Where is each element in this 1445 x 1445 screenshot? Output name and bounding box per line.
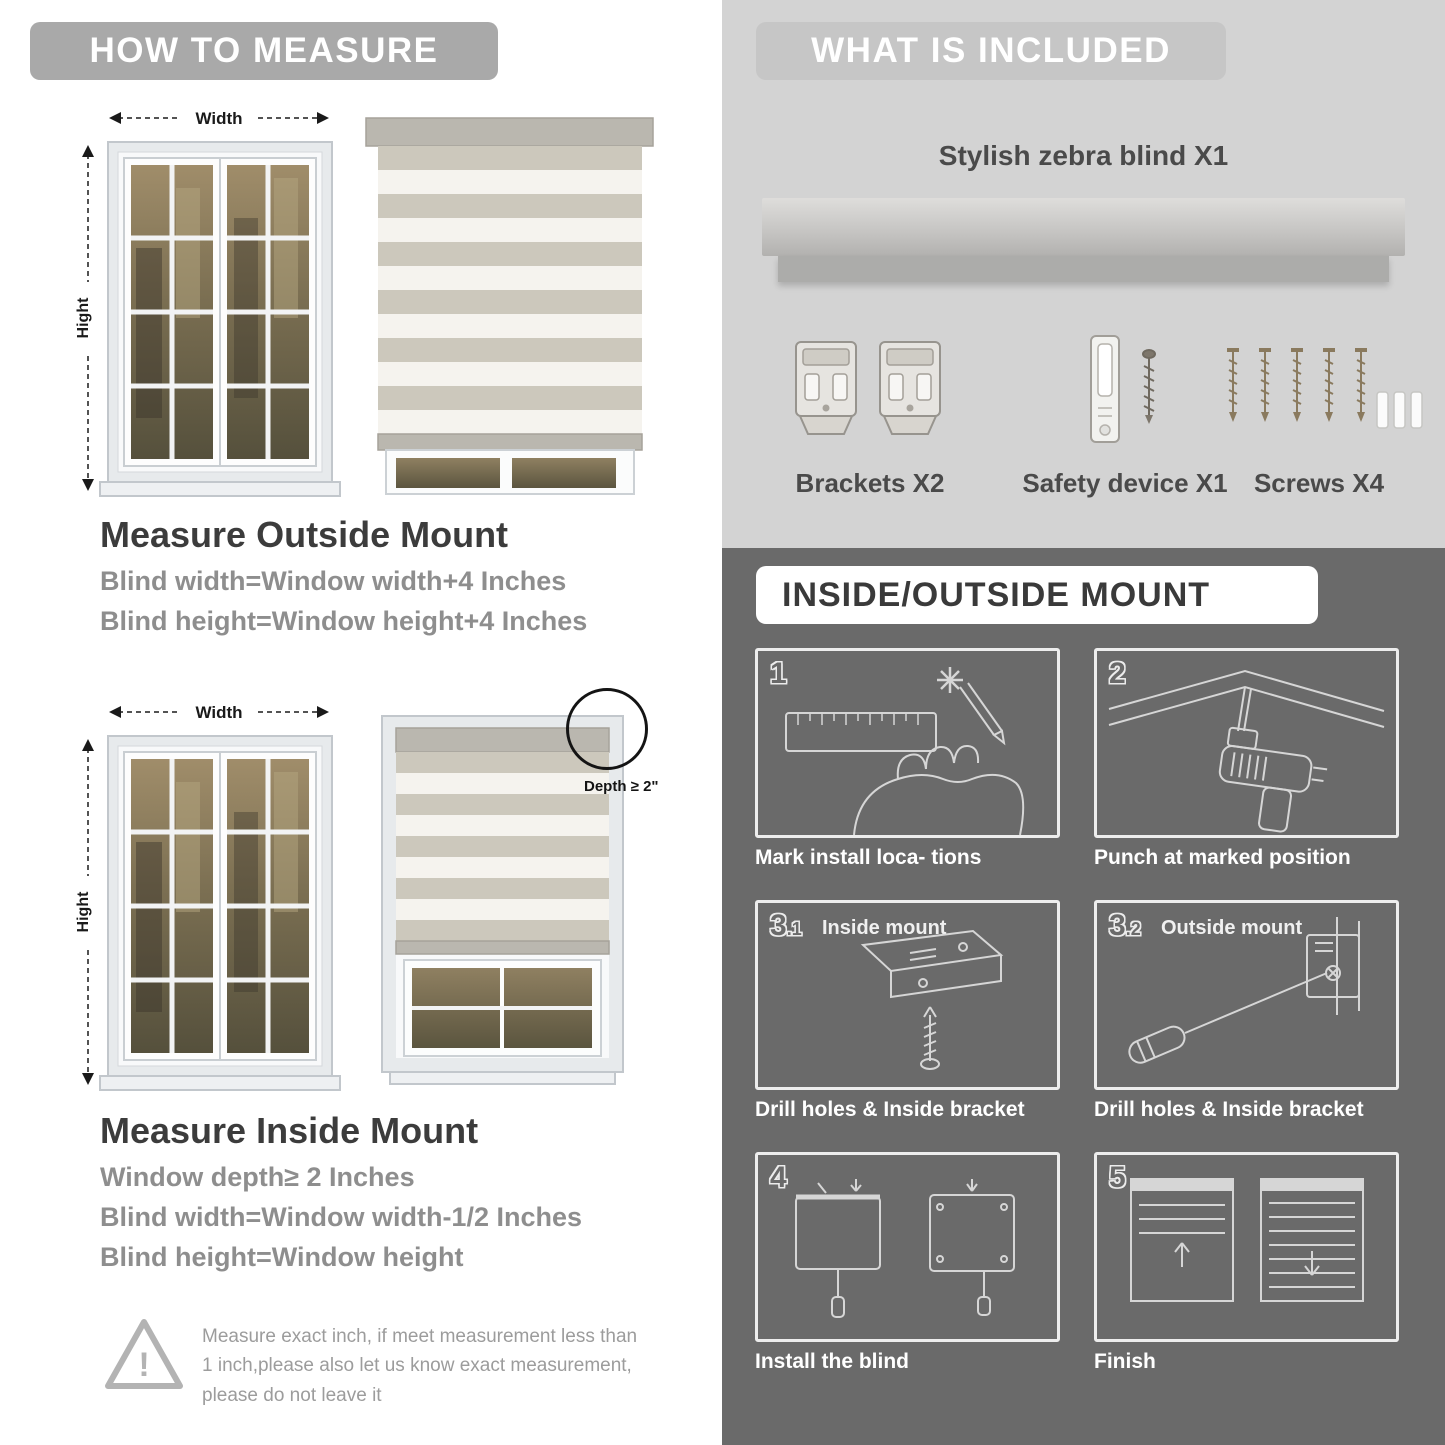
inside-depth-rule: Window depth≥ 2 Inches <box>100 1162 415 1192</box>
depth-label: Depth ≥ 2" <box>584 778 659 795</box>
height-arrow: Hight <box>75 739 94 1085</box>
inside-bracket-art <box>860 929 1004 1070</box>
how-to-measure-banner: HOW TO MEASURE <box>30 22 498 80</box>
step-panel-3-2: 3.2 Outside mount <box>1094 900 1399 1090</box>
width-label: Width <box>195 703 242 722</box>
what-is-included-section: WHAT IS INCLUDED Stylish zebra blind X1 <box>722 0 1445 548</box>
step-caption: Mark install loca- tions <box>755 846 982 869</box>
step-panel-1: 1 <box>755 648 1060 838</box>
brackets-label: Brackets X2 <box>795 468 945 498</box>
step-inline-label: Inside mount <box>822 917 947 939</box>
drill-art <box>1108 669 1385 833</box>
height-arrow: Hight <box>75 145 94 491</box>
zebra-stripes <box>378 146 642 434</box>
step-panel-5: 5 <box>1094 1152 1399 1342</box>
safety-device-illustration <box>1090 335 1156 443</box>
blind-inside-illustration <box>381 715 624 1085</box>
window-drawing <box>99 141 341 497</box>
warning-text: Measure exact inch, if meet measurement … <box>202 1326 638 1406</box>
step-panel-4: 4 <box>755 1152 1060 1342</box>
width-label: Width <box>195 109 242 128</box>
height-label: Hight <box>75 297 92 339</box>
mark-location-art <box>785 667 1025 836</box>
how-to-measure-title: HOW TO MEASURE <box>89 31 439 70</box>
step-number: 3.1 <box>770 909 802 942</box>
step-inline-label: Outside mount <box>1161 917 1303 939</box>
measure-inside-title: Measure Inside Mount <box>100 1110 479 1151</box>
width-arrow: Width <box>109 703 329 722</box>
outside-formula-height: Blind height=Window height+4 Inches <box>100 606 588 636</box>
brackets-illustration <box>795 341 941 435</box>
inside-formula-height: Blind height=Window height <box>100 1242 464 1272</box>
step-number: 1 <box>770 657 787 690</box>
headrail-valance <box>778 256 1389 282</box>
window-inside-illustration: Width Hight <box>75 703 341 1091</box>
width-arrow: Width <box>109 109 329 128</box>
inside-formula-width: Blind width=Window width-1/2 Inches <box>100 1202 583 1232</box>
outside-formula-width: Blind width=Window width+4 Inches <box>100 566 567 596</box>
step-caption: Drill holes & Inside bracket <box>755 1098 1025 1121</box>
what-is-included-title: WHAT IS INCLUDED <box>811 31 1171 70</box>
step-number: 3.2 <box>1109 909 1141 942</box>
blind-item-label: Stylish zebra blind X1 <box>938 140 1229 171</box>
step-caption: Finish <box>1094 1350 1156 1373</box>
step-panel-3-1: 3.1 Inside mount <box>755 900 1060 1090</box>
headrail-illustration <box>762 198 1405 256</box>
safety-device-label: Safety device X1 <box>1022 468 1228 498</box>
finish-art <box>1130 1178 1364 1302</box>
screws-illustration <box>1227 348 1423 429</box>
what-is-included-banner: WHAT IS INCLUDED <box>756 22 1226 80</box>
step-number: 2 <box>1109 657 1126 690</box>
step-number: 4 <box>770 1161 787 1194</box>
measure-outside-title: Measure Outside Mount <box>100 514 509 555</box>
mount-section-banner: INSIDE/OUTSIDE MOUNT <box>756 566 1318 624</box>
anchors <box>1376 391 1423 429</box>
step-caption: Install the blind <box>755 1350 910 1373</box>
outside-bracket-art <box>1128 917 1360 1064</box>
screws-label: Screws X4 <box>1253 468 1385 498</box>
depth-callout-circle <box>566 688 648 770</box>
step-panel-2: 2 <box>1094 648 1399 838</box>
mount-instructions-section: INSIDE/OUTSIDE MOUNT <box>722 548 1445 1445</box>
install-blind-art <box>795 1179 1015 1318</box>
window-outside-illustration: Width Hight <box>75 109 341 497</box>
zebra-stripes <box>396 752 609 941</box>
height-label: Hight <box>75 891 92 933</box>
window-drawing <box>99 735 341 1091</box>
step-caption: Punch at marked position <box>1094 846 1351 869</box>
step-number: 5 <box>1109 1161 1126 1194</box>
warning-mark: ! <box>138 1346 149 1384</box>
step-caption: Drill holes & Inside bracket <box>1094 1098 1364 1121</box>
warning-icon: ! <box>105 1319 183 1389</box>
mount-section-title: INSIDE/OUTSIDE MOUNT <box>782 575 1211 614</box>
blind-outside-illustration <box>365 117 654 495</box>
